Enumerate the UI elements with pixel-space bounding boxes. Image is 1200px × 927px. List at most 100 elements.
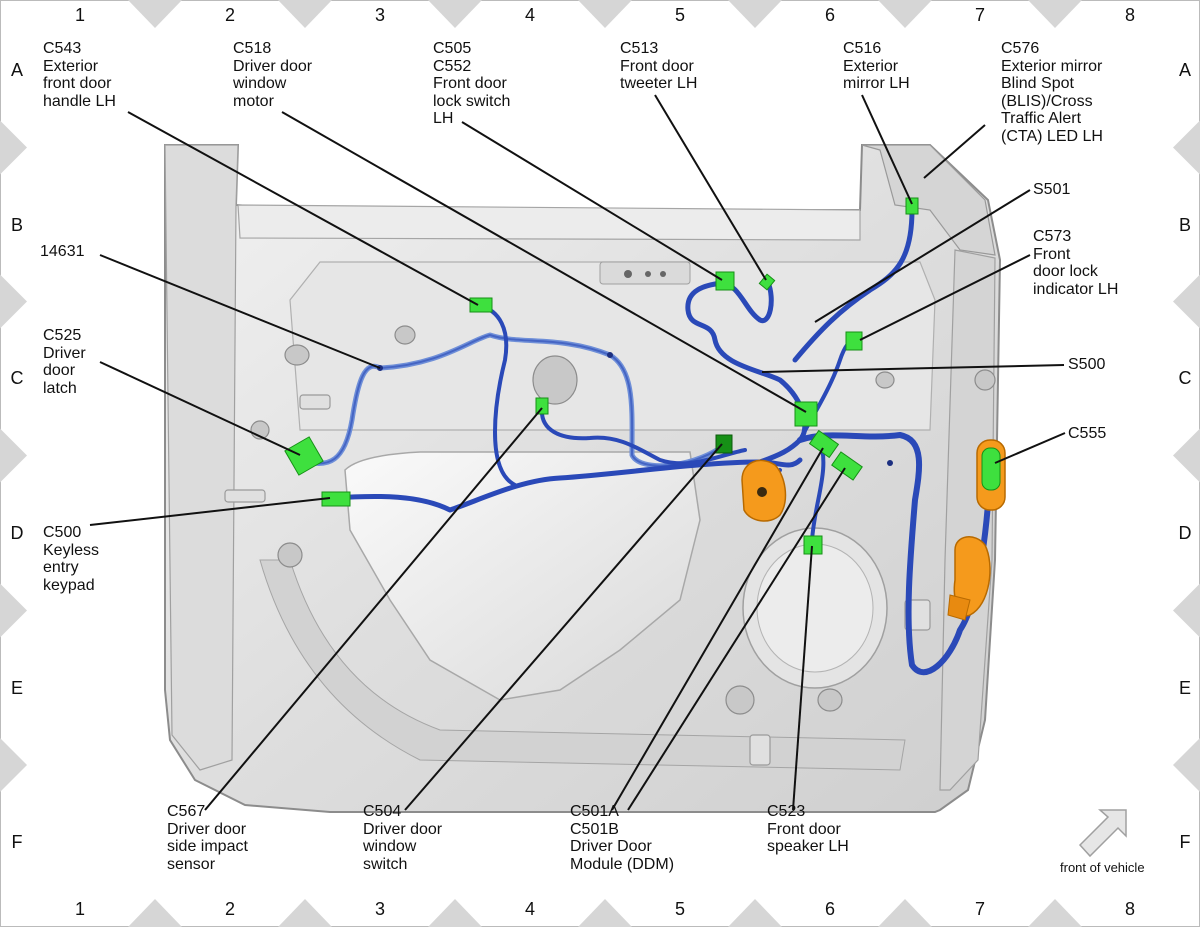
connector-c555 [981,447,1001,491]
grid-border-triangle [0,583,27,638]
leader-c505 [461,121,723,281]
harness-branch-mirror [792,207,915,363]
connector-c567 [535,397,549,415]
grid-column-label-bottom: 5 [675,899,685,919]
leader-c518 [281,111,807,413]
leader-c500 [89,497,331,526]
connectors [284,197,1001,555]
grid-column-label-top: 4 [525,5,535,25]
grid-column-label-bottom: 6 [825,899,835,919]
grid-border-triangle [0,738,27,792]
panel-slot [224,489,266,503]
grid-border-triangle [1173,274,1200,329]
leader-c567 [204,407,543,811]
panel-hole [277,542,303,568]
panel-hole [974,369,996,391]
panel-hole [284,344,310,366]
callout-c543: C543 Exterior front door handle LH [43,40,116,110]
leader-c523 [792,545,813,811]
panel-hole [875,371,895,389]
connector-c505 [715,271,735,291]
grid-row-label-right: A [1179,60,1191,80]
leader-s500 [761,364,1065,373]
harness-splice-dot [887,460,893,466]
harness-branch-c543 [476,303,517,487]
grid-border-triangle [1173,583,1200,638]
grid-border-triangle [428,899,482,927]
grid-border-triangle [0,428,27,483]
callout-c555: C555 [1068,425,1107,442]
leader-lines [89,94,1066,811]
grid-border-triangle [1028,0,1082,28]
arrow-up-right-icon [1078,809,1127,858]
grid-row-label-left: D [11,523,24,543]
leader-c504 [404,443,723,811]
callout-c501a-c501b: C501A C501B Driver Door Module (DDM) [570,803,675,873]
door-access-opening [344,451,701,701]
callout-s501: S501 [1033,181,1071,198]
lock-bracket [599,261,691,285]
grid-row-label-left: C [11,368,24,388]
grid-column-label-top: 2 [225,5,235,25]
panel-hole [817,688,843,712]
panel-hole [394,325,416,345]
mirror-sail [861,144,996,256]
connector-c523 [803,535,823,555]
grid-border-triangle [1028,899,1082,927]
door-hinge-pillar [164,144,239,771]
grid-column-label-top: 7 [975,5,985,25]
grid-column-label-top: 6 [825,5,835,25]
leader-c555 [994,432,1066,464]
grid-column-label-top: 8 [1125,5,1135,25]
connector-c504 [715,434,733,454]
callout-c523: C523 Front door speaker LH [767,803,849,855]
grid-row-label-left: E [11,678,23,698]
connector-c516 [905,197,919,215]
grid-border-triangle [878,0,932,28]
callout-c505-c552: C505 C552 Front door lock switch LH [433,40,511,127]
panel-slot [749,734,771,766]
leader-c525 [99,361,301,456]
door-top-rail [237,204,861,241]
connector-c573 [845,331,863,351]
grid-border-triangle [278,0,332,28]
grid-row-label-right: F [1180,832,1191,852]
leader-c576 [923,124,986,179]
callout-c500: C500 Keyless entry keypad [43,524,100,594]
connector-c543 [469,297,493,313]
callout-c576: C576 Exterior mirror Blind Spot (BLIS)/C… [1001,40,1103,145]
panel-hole [532,355,578,405]
grommet-front-tab [947,594,971,621]
grid-row-label-left: B [11,215,23,235]
speaker-well-inner [756,543,874,673]
callout-c525: C525 Driver door latch [43,327,86,397]
callout-c513: C513 Front door tweeter LH [620,40,698,92]
bracket-hole [645,271,651,277]
grid-column-label-bottom: 2 [225,899,235,919]
grid-column-label-top: 1 [75,5,85,25]
leader-c516 [861,94,913,205]
grid-border-triangle [128,899,182,927]
grid-row-label-right: C [1179,368,1192,388]
grid-border-triangle [128,0,182,28]
connector-c513 [758,273,776,291]
grid-border-triangle [278,899,332,927]
connector-c501a [808,429,840,459]
grid-border-triangle [428,0,482,28]
bracket-hole [660,271,666,277]
callout-s500: S500 [1068,356,1106,373]
leader-c543 [127,111,479,306]
panel-slot [299,394,331,410]
callout-c573: C573 Front door lock indicator LH [1033,228,1119,298]
grid-border-triangle [1173,428,1200,483]
leader-c513 [654,94,767,281]
grid-row-label-right: B [1179,215,1191,235]
callout-c516: C516 Exterior mirror LH [843,40,910,92]
grid-column-label-top: 5 [675,5,685,25]
callout-c504: C504 Driver door window switch [363,803,443,873]
grid-border-triangle [0,120,27,175]
